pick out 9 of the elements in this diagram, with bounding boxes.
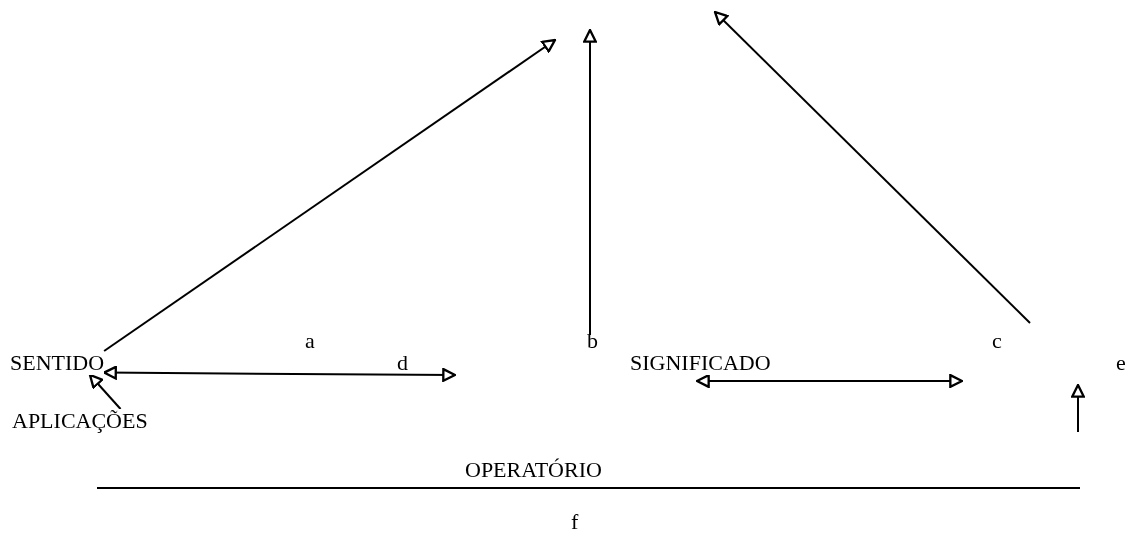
letter-label: d — [397, 351, 408, 375]
term-label: APLICAÇÕES — [12, 409, 148, 433]
letter-label: f — [571, 510, 579, 534]
letter-label: e — [1116, 351, 1126, 375]
letter-label: c — [992, 329, 1002, 353]
letter-label: a — [305, 329, 315, 353]
letter-label: b — [587, 329, 598, 353]
arrow — [103, 38, 557, 352]
arrow — [88, 373, 122, 410]
